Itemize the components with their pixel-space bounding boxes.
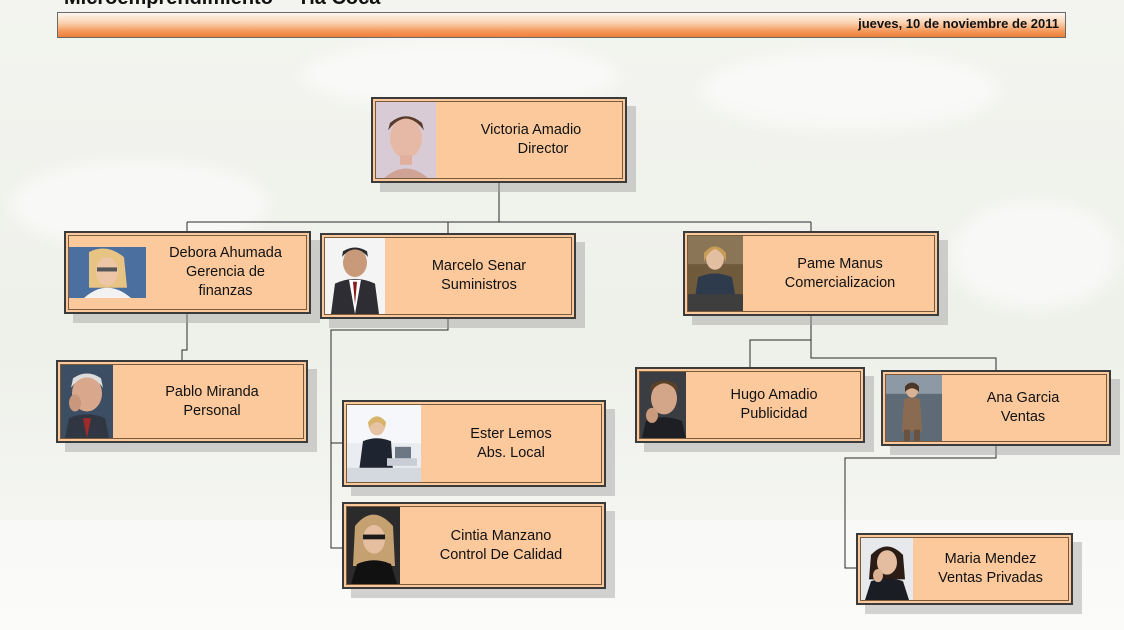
org-card-director[interactable]: Victoria Amadio Director — [371, 97, 627, 183]
person-name: Ester Lemos — [470, 425, 552, 442]
date-banner: jueves, 10 de noviembre de 2011 — [57, 12, 1066, 38]
background-cloud — [950, 200, 1120, 310]
ventas-privadas-text: Maria Mendez Ventas Privadas — [916, 535, 1065, 603]
person-role: Personal — [183, 402, 241, 419]
person-name: Cintia Manzano — [450, 527, 552, 544]
abs-local-text: Ester Lemos Abs. Local — [424, 402, 598, 485]
suministros-text: Marcelo Senar Suministros — [390, 235, 568, 317]
org-card-personal[interactable]: Pablo Miranda Personal — [56, 360, 308, 443]
background-cloud — [700, 50, 1000, 130]
director-text: Victoria Amadio Director — [443, 99, 619, 181]
publicidad-text: Hugo Amadio Publicidad — [691, 369, 857, 441]
ventas-photo — [886, 375, 942, 441]
org-card-ventas-privadas[interactable]: Maria Mendez Ventas Privadas — [856, 533, 1073, 605]
finanzas-text: Debora Ahumada Gerencia de finanzas — [148, 233, 303, 312]
personal-text: Pablo Miranda Personal — [124, 362, 300, 441]
org-card-calidad[interactable]: Cintia Manzano Control De Calidad — [342, 502, 606, 589]
person-role: Director — [517, 141, 569, 157]
org-card-publicidad[interactable]: Hugo Amadio Publicidad — [635, 367, 865, 443]
suministros-photo — [325, 238, 385, 314]
org-card-abs-local[interactable]: Ester Lemos Abs. Local — [342, 400, 606, 487]
ventas-text: Ana Garcia Ventas — [943, 372, 1103, 444]
org-card-finanzas[interactable]: Debora Ahumada Gerencia de finanzas — [64, 231, 311, 314]
person-name: Marcelo Senar — [431, 258, 527, 274]
person-name: Debora Ahumada — [169, 245, 282, 261]
comercializacion-text: Pame Manus Comercializacion — [749, 233, 931, 314]
person-role: Control De Calidad — [439, 546, 563, 563]
publicidad-photo — [640, 372, 686, 438]
finanzas-photo — [69, 247, 146, 298]
person-role: finanzas — [198, 283, 253, 299]
person-role: Abs. Local — [477, 444, 545, 461]
person-role: Ventas Privadas — [938, 570, 1043, 586]
abs-local-photo — [347, 405, 421, 482]
org-card-ventas[interactable]: Ana Garcia Ventas — [881, 370, 1111, 446]
person-role: Gerencia de — [186, 264, 265, 280]
page-title: Microemprendimiento -- Tia Coca — [64, 0, 380, 10]
director-photo — [376, 102, 436, 178]
calidad-text: Cintia Manzano Control De Calidad — [404, 504, 598, 587]
person-role: Publicidad — [740, 406, 808, 422]
person-name: Maria Mendez — [944, 551, 1037, 567]
org-card-comercializacion[interactable]: Pame Manus Comercializacion — [683, 231, 939, 316]
person-name: Victoria Amadio — [480, 122, 582, 138]
personal-photo — [61, 365, 113, 438]
calidad-photo — [347, 507, 400, 584]
person-role: Comercializacion — [784, 274, 896, 291]
person-role: Suministros — [441, 277, 517, 293]
person-name: Ana Garcia — [986, 390, 1060, 406]
person-role: Ventas — [1000, 409, 1046, 425]
ventas-privadas-photo — [861, 538, 913, 600]
comercializacion-photo — [688, 236, 743, 311]
person-name: Pablo Miranda — [165, 383, 259, 400]
person-name: Pame Manus — [797, 255, 883, 272]
org-card-suministros[interactable]: Marcelo Senar Suministros — [320, 233, 576, 319]
person-name: Hugo Amadio — [730, 387, 818, 403]
date-label: jueves, 10 de noviembre de 2011 — [858, 16, 1059, 31]
